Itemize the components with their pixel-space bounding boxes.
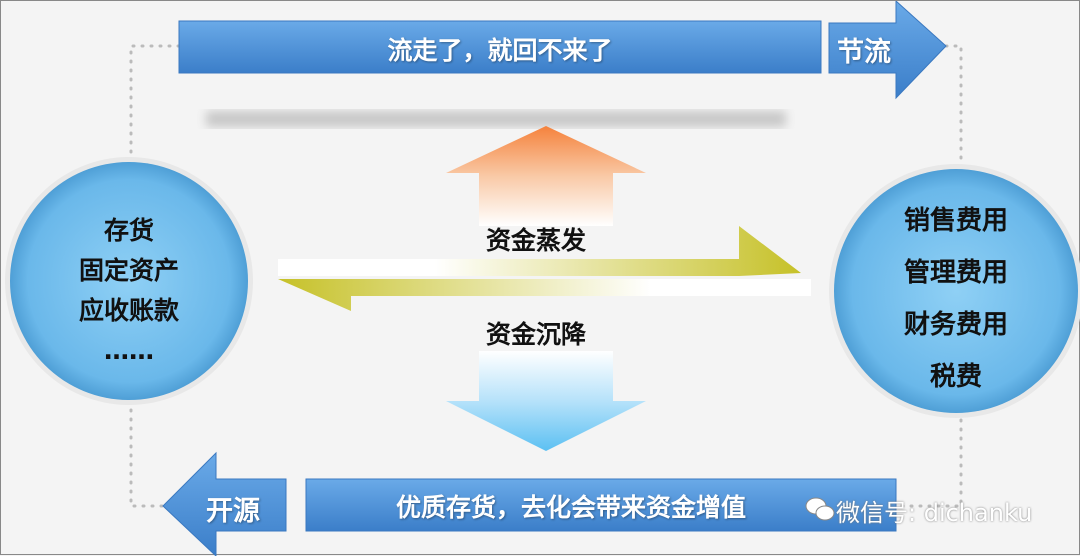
right-circle-list: 销售费用 管理费用 财务费用 税费	[856, 195, 1056, 403]
top-arrow	[828, 1, 947, 100]
up-arrow	[446, 126, 646, 226]
asset-item: ……	[104, 336, 154, 365]
watermark: 微信号: dichanku	[836, 499, 1033, 527]
bottom-bar-text: 优质存货，去化会带来资金增值	[396, 493, 747, 522]
left-arrow	[278, 279, 811, 311]
asset-item: 应收账款	[78, 296, 179, 325]
asset-item: 固定资产	[78, 256, 179, 285]
top-arrow-label: 节流	[837, 37, 891, 68]
sedimentation-label: 资金沉降	[486, 320, 587, 349]
left-circle	[10, 162, 248, 400]
bottom-arrow-label: 开源	[206, 496, 260, 527]
asset-item: 存货	[103, 216, 154, 245]
expense-item: 财务费用	[903, 310, 1008, 340]
shadow-bar	[206, 111, 786, 127]
evaporation-label: 资金蒸发	[486, 226, 587, 255]
down-arrow	[446, 351, 646, 451]
top-bar-text: 流走了，就回不来了	[387, 36, 613, 65]
wechat-icon	[805, 497, 835, 521]
expense-item: 销售费用	[903, 206, 1008, 236]
right-circle	[834, 169, 1078, 413]
top-bar	[178, 20, 822, 74]
dotted-connectors	[129, 44, 963, 508]
expense-item: 管理费用	[903, 258, 1008, 288]
bottom-bar	[305, 478, 897, 532]
bottom-arrow	[162, 451, 287, 556]
expense-item: 税费	[929, 362, 982, 392]
left-circle-list: 存货 固定资产 应收账款 ……	[29, 211, 229, 371]
right-arrow	[278, 226, 801, 276]
